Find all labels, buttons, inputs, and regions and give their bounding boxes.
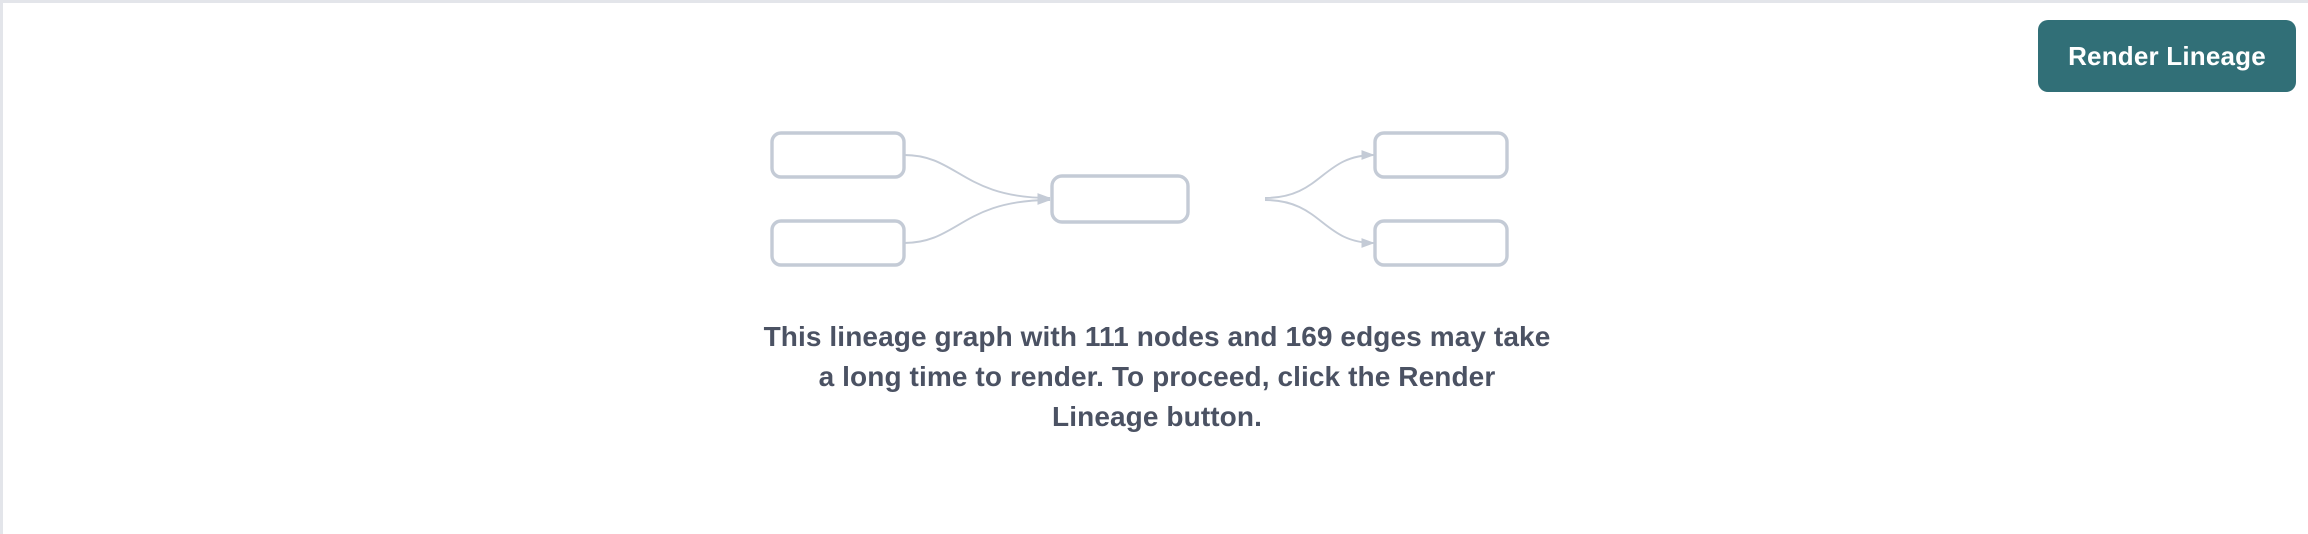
lineage-edge-group <box>903 150 1375 248</box>
lineage-edge-upstream1-focus <box>903 154 1051 203</box>
lineage-empty-state: This lineage graph with 111 nodes and 16… <box>3 3 2308 534</box>
lineage-empty-message: This lineage graph with 111 nodes and 16… <box>763 321 1551 432</box>
lineage-graph-placeholder-illustration <box>770 131 1509 267</box>
lineage-node-focus <box>1050 174 1190 224</box>
lineage-node-downstream-2 <box>1373 219 1509 267</box>
lineage-node-group <box>770 131 1509 267</box>
lineage-edge-focus-downstream1 <box>1264 150 1375 199</box>
lineage-edge-focus-downstream2 <box>1264 199 1375 248</box>
lineage-edge-upstream2-focus <box>903 195 1051 244</box>
lineage-node-downstream-1 <box>1373 131 1509 179</box>
render-lineage-button[interactable]: Render Lineage <box>2038 20 2296 92</box>
lineage-node-upstream-1 <box>770 131 906 179</box>
lineage-node-upstream-2 <box>770 219 906 267</box>
